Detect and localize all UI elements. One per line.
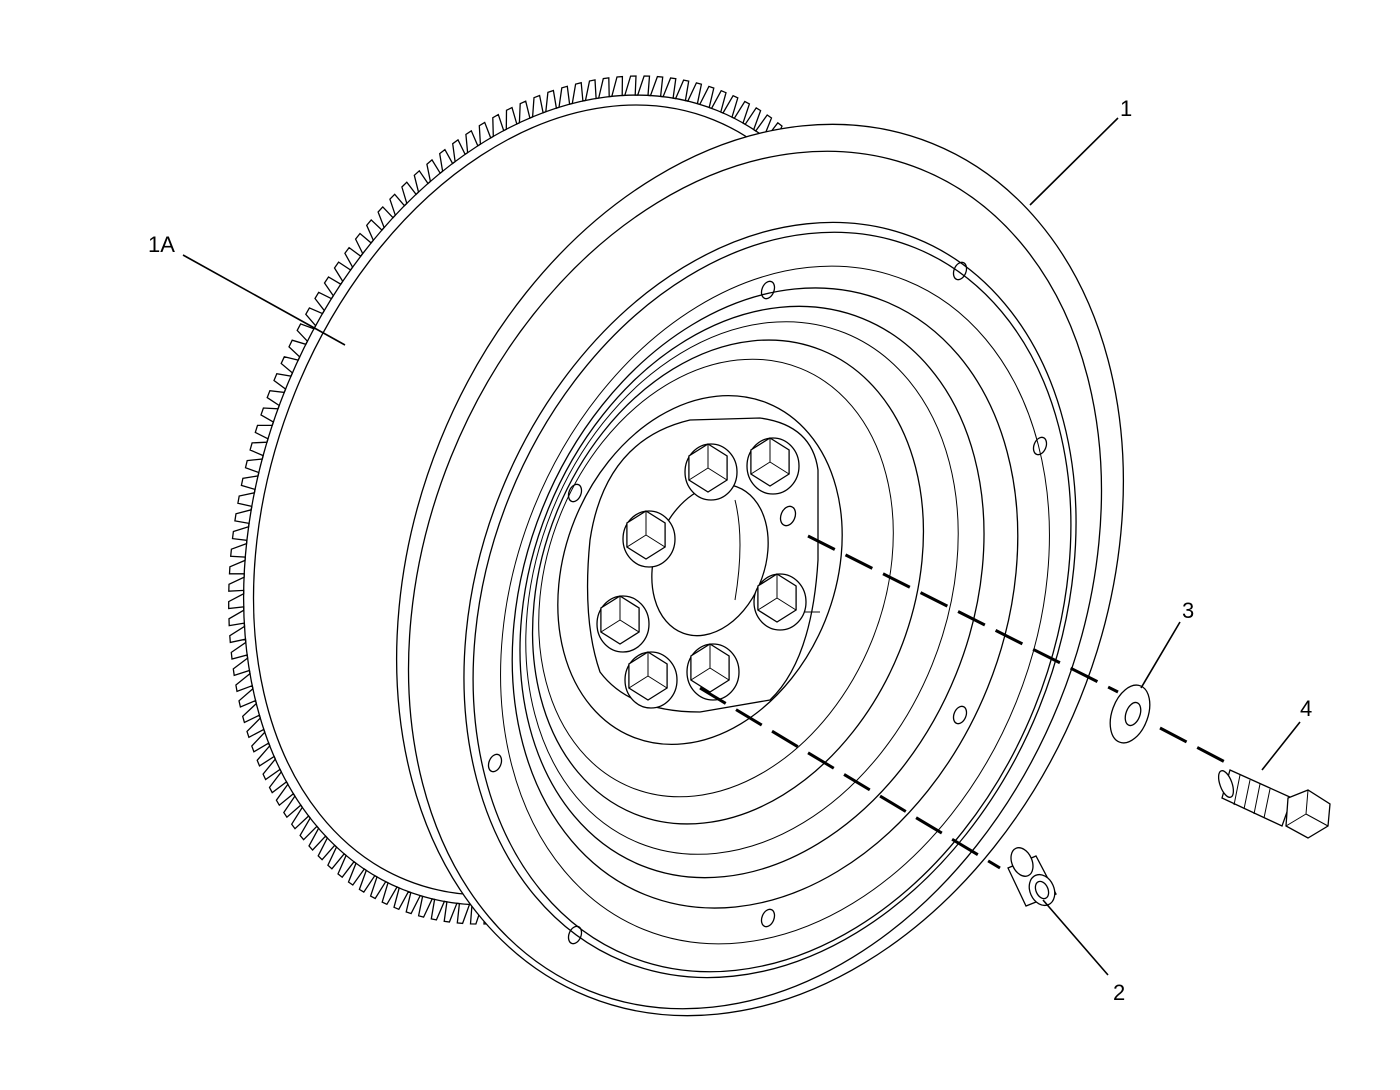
mounting-hole — [760, 280, 776, 300]
hub-bolt — [746, 437, 800, 495]
callout-label-1: 1 — [1120, 96, 1132, 121]
hub-bolt — [624, 651, 678, 709]
mounting-holes — [487, 261, 1048, 945]
callout-label-3: 3 — [1182, 598, 1194, 623]
mounting-hole — [952, 705, 968, 725]
hub-bolt — [684, 443, 738, 501]
mounting-hole — [487, 753, 503, 773]
mounting-hole — [1032, 436, 1048, 456]
hub — [586, 417, 820, 713]
callout-label-2: 2 — [1113, 980, 1125, 1005]
dowel-hole — [779, 505, 797, 527]
callout-leaders — [182, 117, 1301, 976]
hub-bolt — [686, 643, 740, 701]
mounting-hole — [760, 908, 776, 928]
bolt-part — [1217, 769, 1331, 839]
mounting-hole — [952, 261, 968, 281]
dowel-part — [1007, 847, 1057, 907]
hub-bolt — [753, 573, 807, 631]
hub-bolts — [596, 437, 807, 709]
assembly-lines — [699, 534, 1226, 870]
callout-label-4: 4 — [1300, 696, 1312, 721]
hub-bolt — [622, 510, 676, 568]
callout-label-1a: 1A — [148, 232, 175, 257]
washer-part — [1109, 684, 1151, 744]
hub-bolt — [596, 595, 650, 653]
mounting-hole — [567, 483, 583, 503]
mounting-hole — [567, 925, 583, 945]
